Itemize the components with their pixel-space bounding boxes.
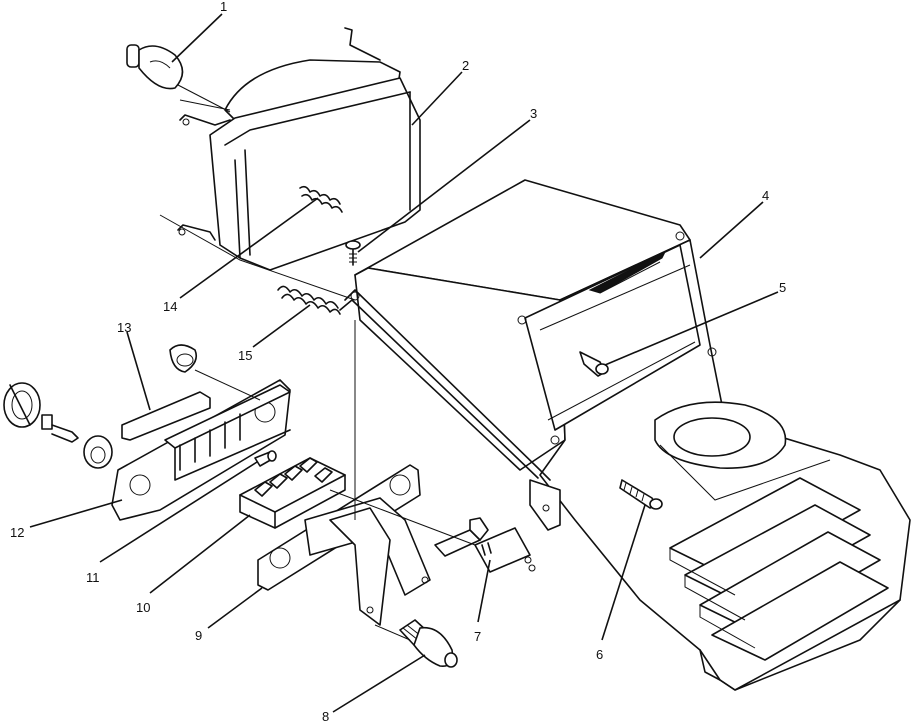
- leader-lines: [29, 13, 779, 713]
- part-switch-block: [239, 457, 346, 529]
- leader-11: [99, 461, 258, 563]
- leader-4: [699, 201, 764, 259]
- leader-8: [332, 654, 426, 713]
- callout-11: 11: [86, 570, 100, 585]
- leader-5: [604, 291, 779, 366]
- callout-labels: 1 2 3 4 5 6 7 8 9 10 11 12 13 14 15: [10, 0, 786, 723]
- leader-7: [477, 559, 491, 623]
- callout-12: 12: [10, 525, 24, 540]
- leader-13: [126, 331, 151, 411]
- callout-6: 6: [596, 647, 603, 662]
- leader-14: [179, 197, 319, 299]
- callout-15: 15: [238, 348, 252, 363]
- leader-2: [411, 71, 463, 126]
- callout-4: 4: [762, 188, 769, 203]
- leader-10: [149, 514, 251, 594]
- leader-1: [171, 13, 223, 63]
- part-console-housing: [339, 179, 911, 691]
- part-switch-plate: [121, 344, 211, 441]
- part-screw-small: [345, 240, 361, 266]
- part-wire-connector: [434, 517, 536, 573]
- part-headlight-housing: [177, 27, 421, 271]
- part-screw-long: [619, 479, 663, 510]
- part-screw-window: [579, 351, 609, 377]
- part-ignition-bracket: [111, 379, 291, 521]
- callout-14: 14: [163, 299, 177, 314]
- callout-5: 5: [779, 280, 786, 295]
- callout-9: 9: [195, 628, 202, 643]
- leader-12: [29, 499, 123, 528]
- part-switch-panel-bracket: [257, 464, 431, 626]
- leader-6: [601, 504, 646, 641]
- callout-13: 13: [117, 320, 131, 335]
- callout-10: 10: [136, 600, 150, 615]
- callout-2: 2: [462, 58, 469, 73]
- part-rear-bulb: [399, 619, 458, 668]
- part-spring-upper: [299, 185, 343, 213]
- part-headlight-bulb: [126, 44, 184, 90]
- callout-1: 1: [220, 0, 227, 14]
- leader-3: [357, 119, 531, 253]
- part-indicator-lamp: [254, 450, 277, 467]
- callout-8: 8: [322, 709, 329, 723]
- callout-3: 3: [530, 106, 537, 121]
- leader-9: [207, 587, 263, 629]
- alignment-lines: [159, 84, 476, 641]
- part-spring-lower: [277, 285, 341, 315]
- leader-15: [252, 304, 311, 348]
- part-ignition-key-assembly: [3, 382, 113, 469]
- callout-7: 7: [474, 629, 481, 644]
